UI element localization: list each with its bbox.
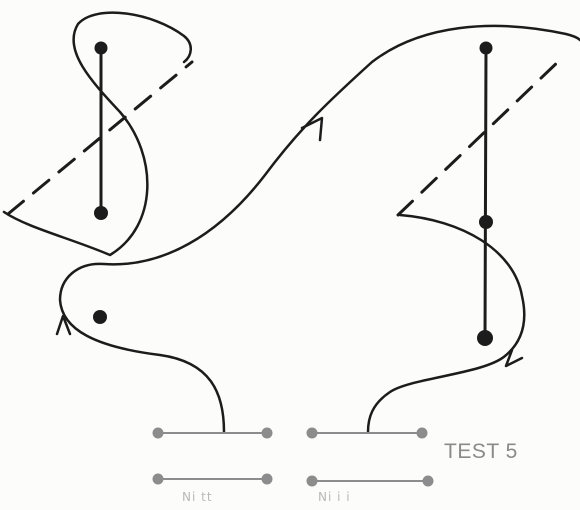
right-pole-top [480, 42, 493, 55]
left-pole-bottom [94, 206, 108, 220]
arrow-up-right-icon [302, 118, 322, 140]
right-pole-middle [479, 215, 493, 229]
right-lower-curve [368, 215, 524, 432]
arrow-up-left-icon [57, 316, 70, 334]
left-pole-top [95, 42, 108, 55]
right-vertical-rod [485, 48, 486, 338]
left-free-pole [93, 310, 107, 324]
footer-scrawl-left: Ni tt [182, 490, 213, 504]
right-dashed-guide [398, 58, 562, 215]
footer-scrawl-right: Ni i i [318, 490, 351, 504]
test-label: TEST 5 [444, 440, 518, 464]
main-trajectory-curve [60, 26, 580, 432]
right-pole-bottom [477, 330, 493, 346]
